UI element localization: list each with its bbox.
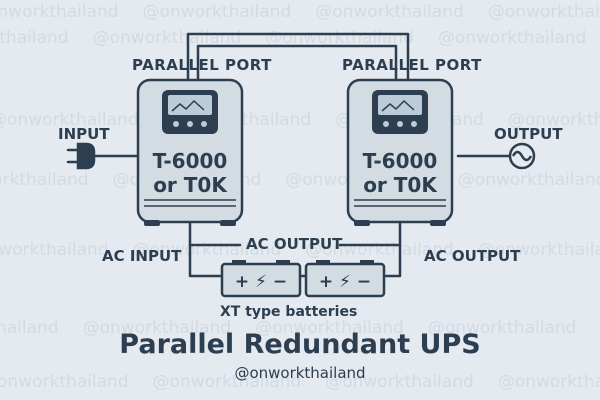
input-label: INPUT <box>58 125 110 143</box>
parallel-cable-inner <box>196 44 398 84</box>
diagram-title: Parallel Redundant UPS <box>119 329 481 360</box>
watermark-row: @onworkthailand@onworkthailand@onworktha… <box>0 318 577 338</box>
ups-left-model-line1: T-6000 <box>152 149 228 173</box>
battery-icon <box>304 260 386 298</box>
ac-wire-right <box>338 220 402 247</box>
batteries-label: XT type batteries <box>220 304 358 320</box>
battery-icon <box>220 260 302 298</box>
battery-wire-left <box>188 243 224 278</box>
ac-source-icon <box>508 142 536 170</box>
ac-input-label: AC INPUT <box>102 247 182 265</box>
watermark-row: @onworkthailand@onworkthailand@onworktha… <box>0 2 600 22</box>
ups-right-model-line2: or T0K <box>363 173 437 197</box>
output-label: OUTPUT <box>494 125 563 143</box>
battery-symbol: + ⚡ − <box>319 272 371 292</box>
ac-output-right-label: AC OUTPUT <box>424 247 521 265</box>
battery-symbol: + ⚡ − <box>235 272 287 292</box>
ac-output-center-label: AC OUTPUT <box>246 235 343 253</box>
ups-right-model-line1: T-6000 <box>362 149 438 173</box>
battery-wire-right <box>382 243 402 278</box>
parallel-cable-outer <box>186 32 410 84</box>
watermark-row: @onworkthailand@onworkthailand@onworktha… <box>0 28 587 48</box>
ups-left-model-line2: or T0K <box>153 173 227 197</box>
parallel-port-label-left: PARALLEL PORT <box>132 56 272 74</box>
ups-unit-right <box>346 78 454 226</box>
parallel-port-label-right: PARALLEL PORT <box>342 56 482 74</box>
ups-unit-left <box>136 78 244 226</box>
author-handle: @onworkthailand <box>234 364 366 382</box>
plug-icon <box>66 142 96 170</box>
watermark-row: @onworkthailand@onworkthailand@onworktha… <box>0 372 600 392</box>
